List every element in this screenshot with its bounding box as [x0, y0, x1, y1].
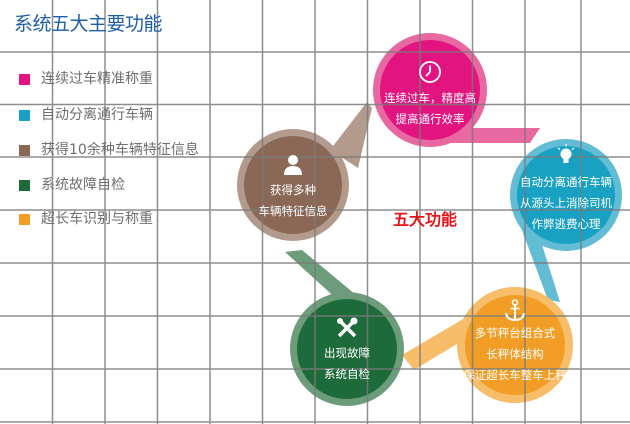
text-line: 自动分离通行车辆 [520, 175, 612, 189]
circle-separation [510, 139, 622, 251]
circle-weighing [373, 33, 487, 147]
text-line: 车辆特征信息 [258, 204, 328, 218]
legend-swatch-orange [19, 214, 30, 225]
text-line: 出现故障 [324, 346, 370, 360]
user-icon [284, 155, 302, 175]
legend-swatch-blue [19, 110, 30, 121]
page-title: 系统五大主要功能 [14, 13, 163, 35]
legend-swatch-pink [19, 74, 30, 85]
text-line: 长秤体结构 [486, 347, 544, 361]
text-line: 保证超长车整车上秤 [463, 368, 567, 382]
circle-features-text: 获得多种 车辆特征信息 [259, 180, 328, 222]
legend-label: 连续过车精准称重 [41, 71, 153, 87]
center-label: 五大功能 [393, 210, 458, 229]
text-line: 多节秤台组合式 [474, 326, 556, 340]
brown-tail [330, 102, 372, 168]
circle-separation-text: 自动分离通行车辆 从源头上消除司机 作弊逃费心理 [520, 172, 612, 235]
legend-label: 超长车识别与称重 [41, 211, 153, 227]
text-line: 提高通行效率 [395, 112, 465, 126]
circle-selfcheck [290, 292, 404, 406]
text-line: 系统自检 [324, 367, 370, 381]
legend-label: 获得10余种车辆特征信息 [41, 142, 199, 158]
circle-longvehicle-text: 多节秤台组合式 长秤体结构 保证超长车整车上秤 [463, 323, 567, 386]
clock-icon [419, 61, 441, 83]
legend-label: 系统故障自检 [41, 177, 125, 193]
legend-swatch-brown [19, 145, 30, 156]
text-line: 获得多种 [270, 183, 316, 197]
lightbulb-icon [557, 144, 575, 163]
anchor-icon [505, 299, 525, 322]
legend-swatch-green [19, 180, 30, 191]
circle-weighing-text: 连续过车，精度高 提高通行效率 [384, 88, 476, 130]
legend-label: 自动分离通行车辆 [41, 107, 153, 123]
tools-icon [337, 317, 358, 338]
circle-selfcheck-text: 出现故障 系统自检 [324, 343, 370, 385]
text-line: 从源头上消除司机 [520, 196, 612, 210]
text-line: 作弊逃费心理 [531, 217, 601, 231]
text-line: 连续过车，精度高 [384, 91, 476, 105]
